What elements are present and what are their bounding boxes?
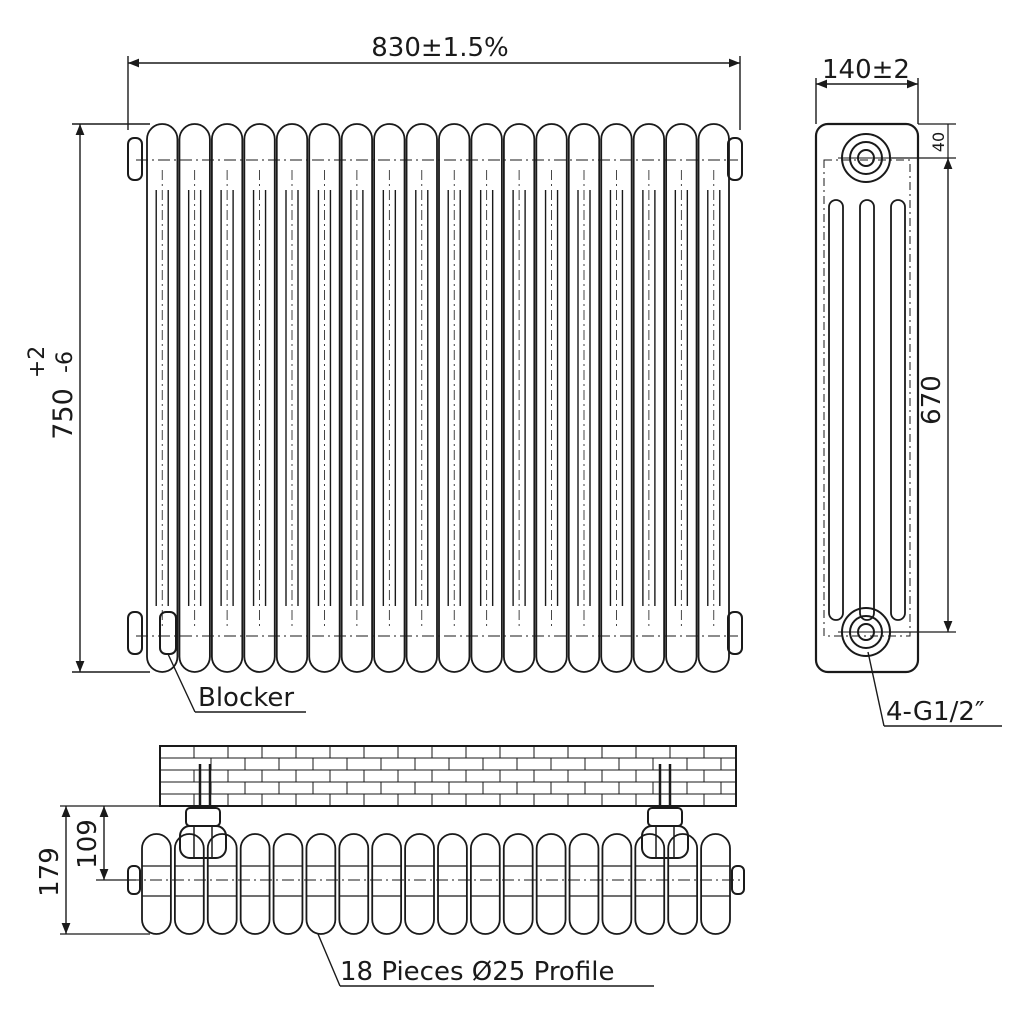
- front-column-8: [373, 123, 406, 673]
- top-column-7: [338, 833, 370, 935]
- front-tube-array: [146, 123, 730, 673]
- front-column-11: [470, 123, 503, 673]
- top-column-1: [141, 833, 172, 935]
- front-column-14: [567, 123, 601, 673]
- top-column-13: [535, 833, 567, 935]
- top-column-6: [305, 833, 337, 935]
- top-tube-array: [141, 833, 731, 935]
- valve-right: [641, 764, 689, 859]
- front-column-4: [243, 123, 276, 673]
- brick-wall: [159, 745, 737, 807]
- front-column-18: [697, 123, 730, 673]
- front-height-lower-tolerance: -6: [53, 351, 78, 373]
- side-depth-dimension: 140±2: [815, 55, 919, 124]
- front-column-2: [178, 123, 211, 673]
- blocker-label: Blocker: [198, 683, 294, 713]
- front-height-dimension: 750 +2 -6: [25, 123, 150, 673]
- front-column-3: [210, 123, 244, 673]
- top-column-3: [206, 833, 238, 935]
- front-column-16: [632, 123, 666, 673]
- front-column-10: [438, 123, 471, 673]
- front-column-17: [665, 123, 698, 673]
- side-top-connection: [838, 133, 894, 183]
- top-column-17: [667, 833, 699, 935]
- top-depth-dimensions: 179 109: [35, 805, 162, 935]
- front-width-label: 830±1.5%: [371, 33, 508, 63]
- front-column-12: [502, 123, 536, 673]
- side-vertical-dimensions: 40 670: [890, 123, 956, 633]
- top-column-11: [469, 833, 501, 935]
- front-end-plugs: [127, 137, 743, 655]
- front-column-7: [340, 123, 374, 673]
- blocker-callout: Blocker: [167, 653, 306, 713]
- front-column-1: [146, 123, 179, 673]
- top-column-2: [173, 833, 205, 935]
- profile-label: 18 Pieces Ø25 Profile: [340, 957, 614, 987]
- top-column-18: [700, 833, 731, 935]
- top-total-depth-label: 179: [35, 847, 65, 897]
- side-slots: [828, 199, 906, 621]
- front-column-15: [600, 123, 633, 673]
- top-column-4: [239, 833, 271, 935]
- side-view: 140±2 40 670 4-G1/2″: [814, 55, 1002, 727]
- side-depth-label: 140±2: [822, 55, 910, 85]
- side-center-distance-label: 670: [917, 375, 947, 425]
- front-column-6: [308, 123, 341, 673]
- connection-label: 4-G1/2″: [886, 697, 985, 727]
- front-column-5: [275, 123, 309, 673]
- connection-callout: 4-G1/2″: [867, 651, 1002, 727]
- side-bottom-connection: [838, 607, 894, 657]
- front-column-9: [405, 123, 438, 673]
- side-outline: [814, 122, 920, 674]
- valve-left: [179, 764, 227, 859]
- top-column-10: [437, 833, 468, 935]
- top-column-12: [502, 833, 534, 935]
- top-column-14: [568, 833, 600, 935]
- top-column-9: [404, 833, 435, 935]
- front-column-13: [535, 123, 568, 673]
- top-view: 179 109 18 Pieces Ø25 Profile: [35, 745, 745, 987]
- side-top-offset-label: 40: [929, 132, 948, 152]
- profile-callout: 18 Pieces Ø25 Profile: [317, 933, 654, 987]
- front-height-main-label: 750: [48, 388, 79, 440]
- top-column-15: [601, 833, 633, 935]
- front-width-dimension: 830±1.5%: [127, 33, 741, 130]
- front-height-upper-tolerance: +2: [25, 346, 50, 378]
- top-column-8: [371, 833, 403, 935]
- top-column-16: [634, 833, 666, 935]
- top-wall-distance-label: 109: [73, 819, 103, 869]
- front-view: 830±1.5% 750 +2 -6 Blocker: [25, 33, 743, 713]
- brick-pattern: [160, 746, 736, 806]
- top-column-5: [272, 833, 304, 935]
